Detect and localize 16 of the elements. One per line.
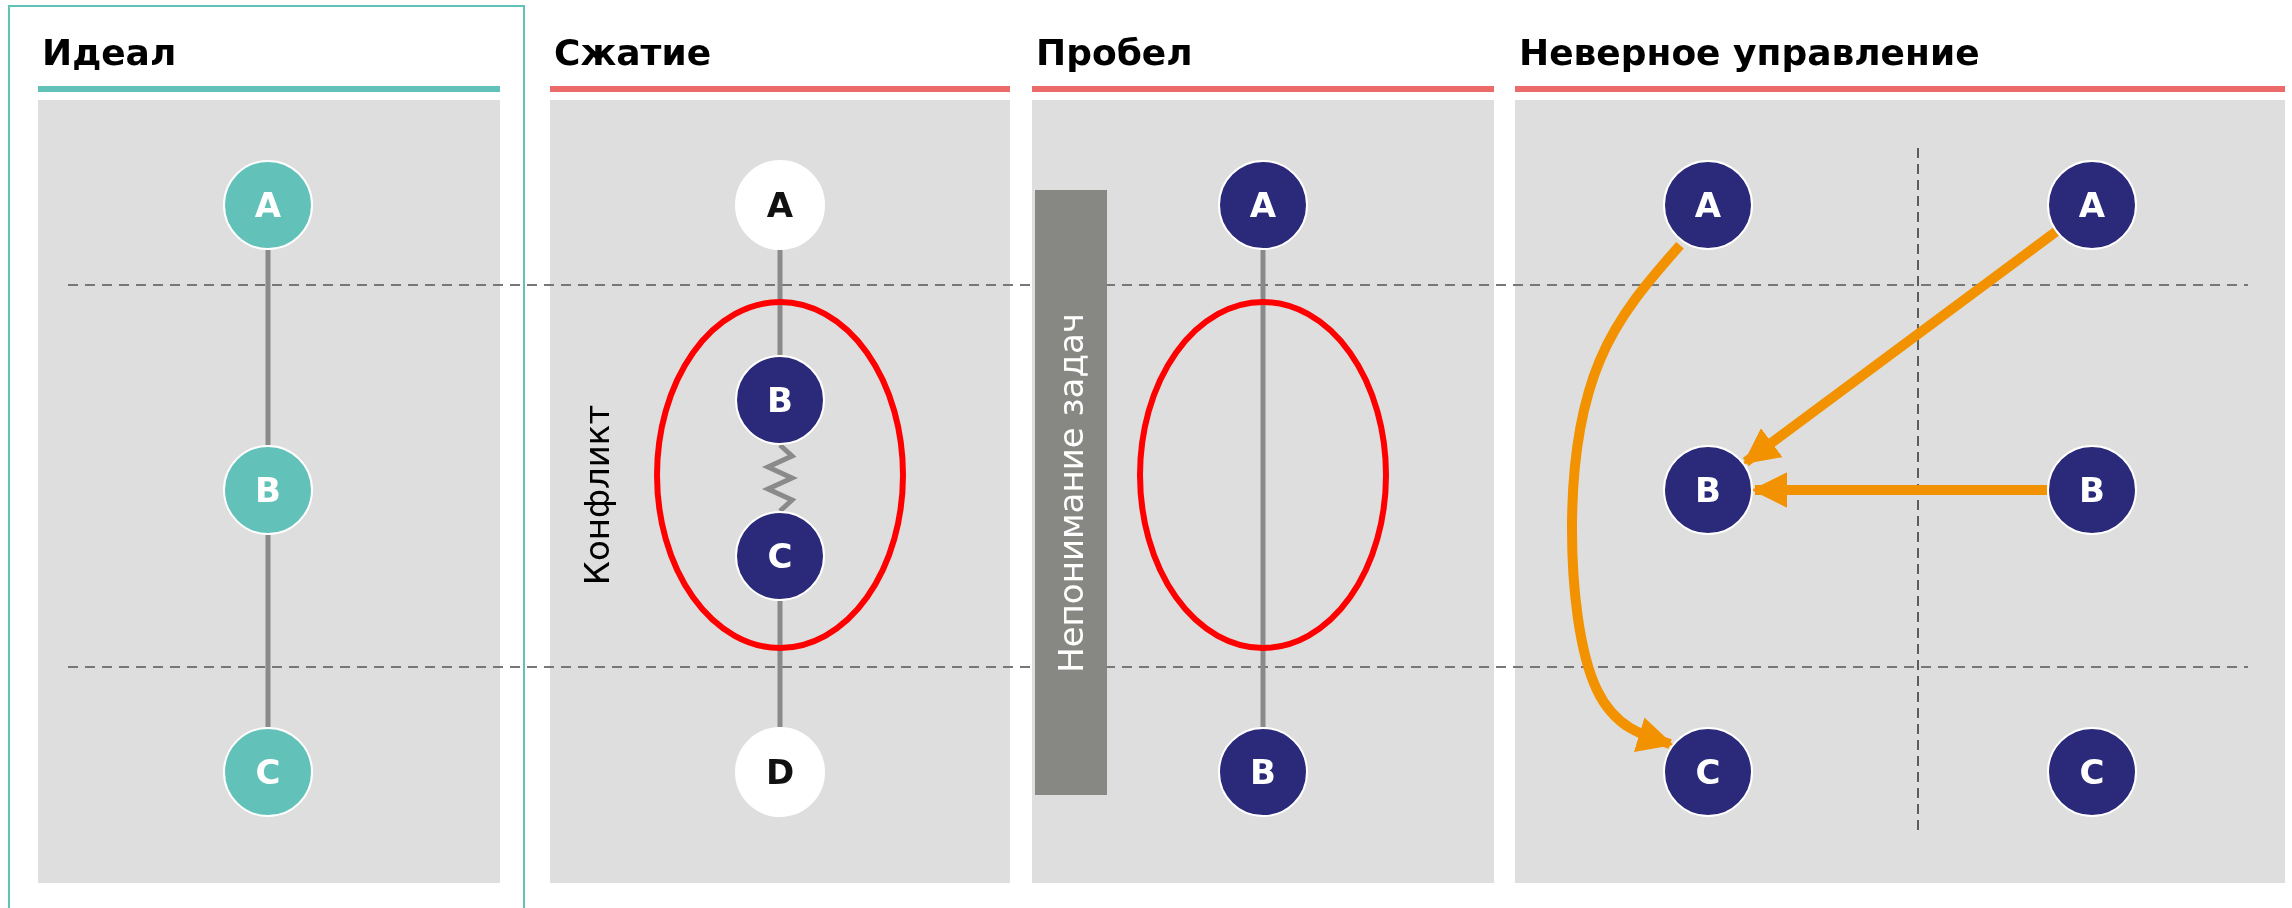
arrow <box>1742 227 2059 466</box>
panel-heading: Пробел <box>1035 31 1194 75</box>
connector-line <box>762 443 798 513</box>
panel-heading: Сжатие <box>553 31 713 75</box>
connector-line <box>777 601 783 727</box>
bar-label: Непонимание задач <box>1051 312 1091 673</box>
panel-heading: Неверное управление <box>1518 31 1981 75</box>
arrow <box>1567 241 1684 752</box>
connector-line <box>777 250 783 355</box>
connector-line <box>265 535 271 727</box>
arrow <box>1751 472 2047 508</box>
panel-heading: Идеал <box>41 31 178 75</box>
connector-line <box>1260 250 1266 727</box>
side-label: Конфликт <box>577 404 617 586</box>
label-bar <box>1035 190 1107 795</box>
connector-line <box>265 250 271 445</box>
